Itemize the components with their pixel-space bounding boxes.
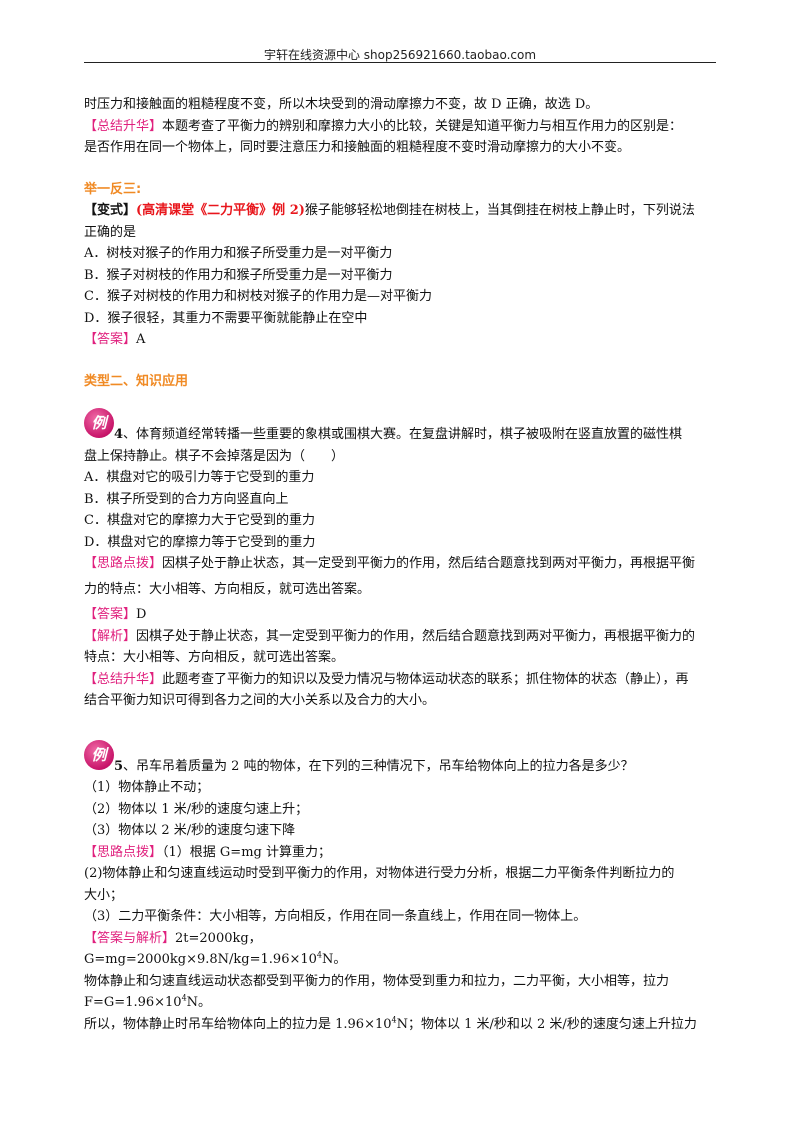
summary-text: 本题考查了平衡力的辨别和摩擦力大小的比较，关键是知道平衡力与相互作用力的区别是： [162,118,683,134]
example-5-item-2: （2）物体以 1 米/秒的速度匀速上升； [84,801,309,817]
example-5-explanation: 物体静止和匀速直线运动状态都受到平衡力的作用，物体受到重力和拉力，二力平衡，大小… [84,973,670,989]
example-4-answer: 【答案】D [84,600,724,626]
prev-answer-line: 时压力和接触面的粗糙程度不变，所以木块受到的滑动摩擦力不变，故 D 正确，故选 … [84,97,599,112]
summary-text: 此题考查了平衡力的知识以及受力情况与物体运动状态的联系；抓住物体的状态（静止），… [162,671,689,687]
example-5-text: 、吊车吊着质量为 2 吨的物体，在下列的三种情况下，吊车给物体向上的拉力各是多少… [123,758,634,774]
hint-text: （1）根据 G=mg 计算重力； [162,844,331,860]
example-5-hint-2: (2)物体静止和匀速直线运动时受到平衡力的作用，对物体进行受力分析，根据二力平衡… [84,866,675,881]
example-4-option-a: A．棋盘对它的吸引力等于它受到的重力 [84,470,315,485]
variant-source: (高清课堂《二力平衡》例 2) [136,203,305,218]
example-5-answer: 【答案与解析】2t=2000kg， [84,928,724,950]
hint-text: 因棋子处于静止状态，其一定受到平衡力的作用，然后结合题意找到两对平衡力，再根据平… [162,556,696,571]
example-4-analysis: 【解析】因棋子处于静止状态，其一定受到平衡力的作用，然后结合题意找到两对平衡力，… [84,626,724,648]
example-5-item-3: （3）物体以 2 米/秒的速度匀速下降 [84,823,296,838]
example-5-item-1: （1）物体静止不动； [84,780,210,795]
example-5-conclusion: 所以，物体静止时吊车给物体向上的拉力是 1.96×104N；物体以 1 米/秒和… [84,1015,697,1032]
example-4-question-cont: 盘上保持静止。棋子不会掉落是因为（ ） [84,448,345,464]
document-body: 时压力和接触面的粗糙程度不变，所以木块受到的滑动摩擦力不变，故 D 正确，故选 … [84,94,724,1035]
prev-summary: 【总结升华】本题考查了平衡力的辨别和摩擦力大小的比较，关键是知道平衡力与相互作用… [84,116,724,138]
variant-question: 【变式】(高清课堂《二力平衡》例 2)猴子能够轻松地倒挂在树枝上，当其倒挂在树枝… [84,200,724,222]
hint-tag: 【思路点拨】 [84,556,163,571]
example-5-formula: G=mg=2000kg×9.8N/kg=1.96×104N。 [84,950,347,967]
example-5: 例 5、吊车吊着质量为 2 吨的物体，在下列的三种情况下，吊车给物体向上的拉力各… [84,739,724,778]
variant-tag: 【变式】 [84,203,137,218]
example-badge-icon: 例 [84,739,114,770]
example-4-hint-cont: 力的特点：大小相等、方向相反，就可选出答案。 [84,581,371,597]
answer-tag: 【答案】 [84,607,137,622]
variant-option-d: D．猴子很轻，其重力不需要平衡就能静止在空中 [84,310,368,326]
example-5-hint-2-cont: 大小； [84,887,124,903]
summary-tag: 【总结升华】 [84,118,163,134]
type2-heading: 类型二、知识应用 [84,373,189,389]
example-4-analysis-cont: 特点：大小相等、方向相反，就可选出答案。 [84,650,345,665]
prev-summary-cont: 是否作用在同一个物体上，同时要注意压力和接触面的粗糙程度不变时滑动摩擦力的大小不… [84,140,631,155]
variant-text: 猴子能够轻松地倒挂在树枝上，当其倒挂在树枝上静止时，下列说法 [304,203,695,218]
example-5-force: F=G=1.96×104N。 [84,993,212,1010]
example-4-summary: 【总结升华】此题考查了平衡力的知识以及受力情况与物体运动状态的联系；抓住物体的状… [84,669,724,691]
hint-tag: 【思路点拨】 [84,844,163,860]
example-4-number: 4 [114,427,124,442]
header-rule [84,62,716,63]
example-4-summary-cont: 结合平衡力知识可得到各力之间的大小关系以及合力的大小。 [84,693,436,708]
example-4-option-c: C．棋盘对它的摩擦力大于它受到的重力 [84,513,315,528]
summary-tag: 【总结升华】 [84,671,163,687]
variant-option-c: C．猴子对树枝的作用力和树枝对猴子的作用力是—对平衡力 [84,289,432,304]
example-4-option-b: B．棋子所受到的合力方向竖直向上 [84,491,289,507]
analysis-text: 因棋子处于静止状态，其一定受到平衡力的作用，然后结合题意找到两对平衡力，再根据平… [136,628,696,644]
example-5-hint-3: （3）二力平衡条件：大小相等，方向相反，作用在同一条直线上，作用在同一物体上。 [84,909,587,924]
variant-text-cont: 正确的是 [84,224,137,240]
example-4-text: 、体育频道经常转播一些重要的象棋或围棋大赛。在复盘讲解时，棋子被吸附在竖直放置的… [123,427,683,442]
answer-text: 2t=2000kg， [175,930,262,946]
juyi-heading: 举一反三: [84,181,142,197]
variant-answer: 【答案】A [84,329,724,351]
example-4-question: 4、体育频道经常转播一些重要的象棋或围棋大赛。在复盘讲解时，棋子被吸附在竖直放置… [84,424,724,446]
answer-value: A [136,332,146,347]
answer-tag: 【答案】 [84,332,137,347]
page-header: 宇轩在线资源中心 shop256921660.taobao.com [263,48,537,62]
example-badge-icon: 例 [84,408,114,438]
example-4-option-d: D．棋盘对它的摩擦力等于它受到的重力 [84,534,316,550]
answer-analysis-tag: 【答案与解析】 [84,930,176,946]
example-4-hint: 【思路点拨】因棋子处于静止状态，其一定受到平衡力的作用，然后结合题意找到两对平衡… [84,553,724,575]
example-5-question: 5、吊车吊着质量为 2 吨的物体，在下列的三种情况下，吊车给物体向上的拉力各是多… [84,756,724,778]
example-5-number: 5 [114,758,124,774]
example-4: 例 4、体育频道经常转播一些重要的象棋或围棋大赛。在复盘讲解时，棋子被吸附在竖直… [84,408,724,446]
variant-option-a: A．树枝对猴子的作用力和猴子所受重力是一对平衡力 [84,246,393,261]
analysis-tag: 【解析】 [84,628,137,644]
variant-option-b: B．猴子对树枝的作用力和猴子所受重力是一对平衡力 [84,267,393,283]
answer-value: D [136,607,147,622]
example-5-hint: 【思路点拨】（1）根据 G=mg 计算重力； [84,842,724,864]
